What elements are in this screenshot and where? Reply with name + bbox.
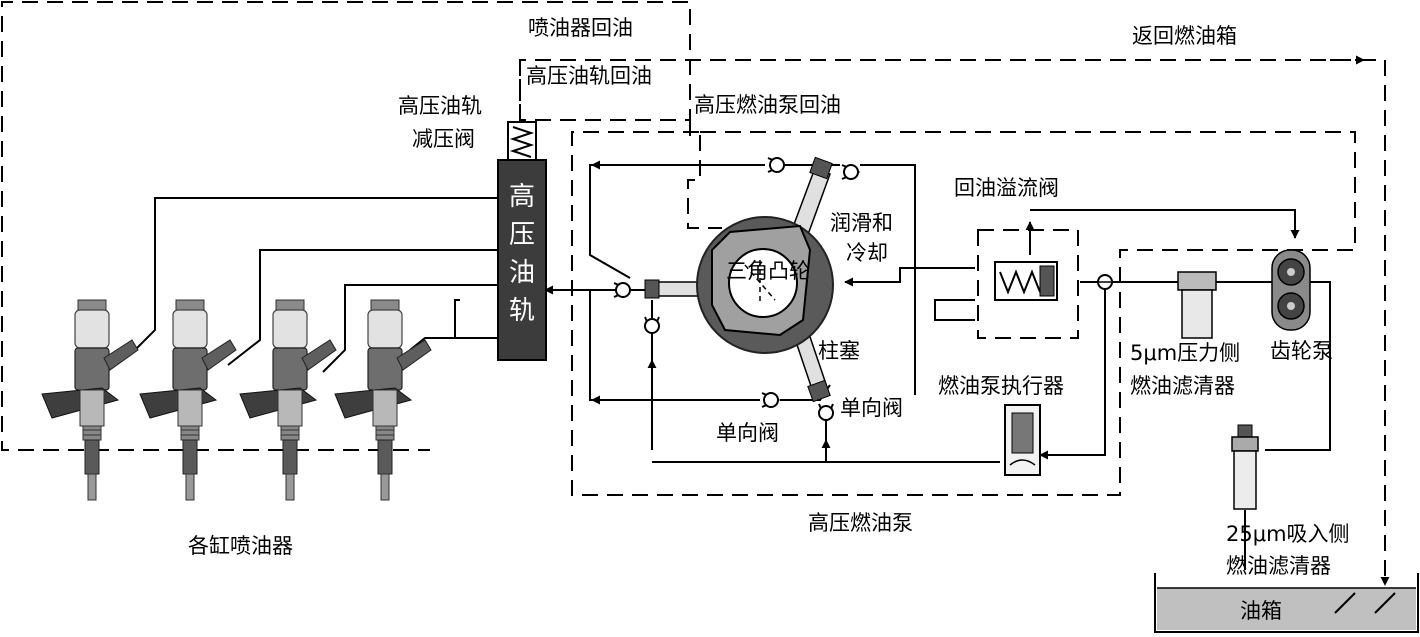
injectors [41, 299, 432, 501]
rail-char-4: 轨 [509, 296, 535, 326]
label-hp-pump: 高压燃油泵 [808, 511, 913, 535]
plunger-top [789, 156, 833, 241]
label-injectors: 各缸喷油器 [188, 534, 293, 558]
rail-char-2: 压 [509, 220, 535, 250]
suction-filter [1231, 424, 1259, 510]
overflow-valve [977, 229, 1113, 339]
label-suction-filter-line2: 燃油滤清器 [1226, 554, 1331, 578]
check-valve-mid [644, 316, 660, 334]
label-pressure-filter-line1: 5μm压力侧 [1130, 341, 1240, 365]
label-cam: 三角凸轮 [726, 259, 810, 283]
label-tank: 油箱 [1240, 599, 1282, 623]
label-injector-return: 喷油器回油 [528, 16, 633, 40]
label-rail-valve-line2: 减压阀 [412, 127, 475, 151]
label-check-valve-a: 单向阀 [716, 421, 779, 445]
label-overflow-valve: 回油溢流阀 [954, 176, 1059, 200]
label-suction-filter-line1: 25μm吸入侧 [1226, 522, 1350, 546]
label-plunger: 柱塞 [818, 339, 860, 363]
rail-pressure-valve [507, 121, 537, 161]
fuel-pump-actuator [1004, 404, 1041, 476]
label-check-valve-b: 单向阀 [840, 396, 903, 420]
injector-4 [334, 299, 432, 501]
return-lines [1, 1, 1390, 586]
check-valve-bottom-1 [761, 392, 779, 408]
labels: 喷油器回油 高压油轨回油 高压燃油泵回油 返回燃油箱 高压油轨 减压阀 回油溢流… [188, 16, 1350, 623]
high-pressure-rail: 高 压 油 轨 [497, 159, 547, 361]
label-lube-line2: 冷却 [846, 241, 888, 265]
label-tank-return: 返回燃油箱 [1132, 24, 1237, 48]
rail-char-1: 高 [509, 182, 535, 212]
pressure-filter [1177, 271, 1217, 339]
fuel-tank [1154, 573, 1419, 633]
fuel-lines [129, 160, 1331, 570]
injector-3 [239, 299, 337, 501]
cam-pump [644, 156, 834, 403]
label-gear-pump: 齿轮泵 [1270, 339, 1333, 363]
check-valve-bottom-2 [818, 403, 834, 421]
rail-char-3: 油 [509, 258, 535, 288]
label-rail-valve-line1: 高压油轨 [398, 94, 482, 118]
check-valve-top-1 [767, 157, 785, 173]
label-lube-line1: 润滑和 [830, 211, 893, 235]
label-rail-return: 高压油轨回油 [526, 64, 652, 88]
label-actuator: 燃油泵执行器 [938, 374, 1064, 398]
check-valve-left [613, 282, 631, 298]
gear-pump [1271, 249, 1311, 331]
check-valve-top-2 [841, 164, 859, 180]
label-pressure-filter-line2: 燃油滤清器 [1130, 374, 1235, 398]
label-pump-return: 高压燃油泵回油 [694, 93, 841, 117]
injector-1 [41, 299, 139, 501]
